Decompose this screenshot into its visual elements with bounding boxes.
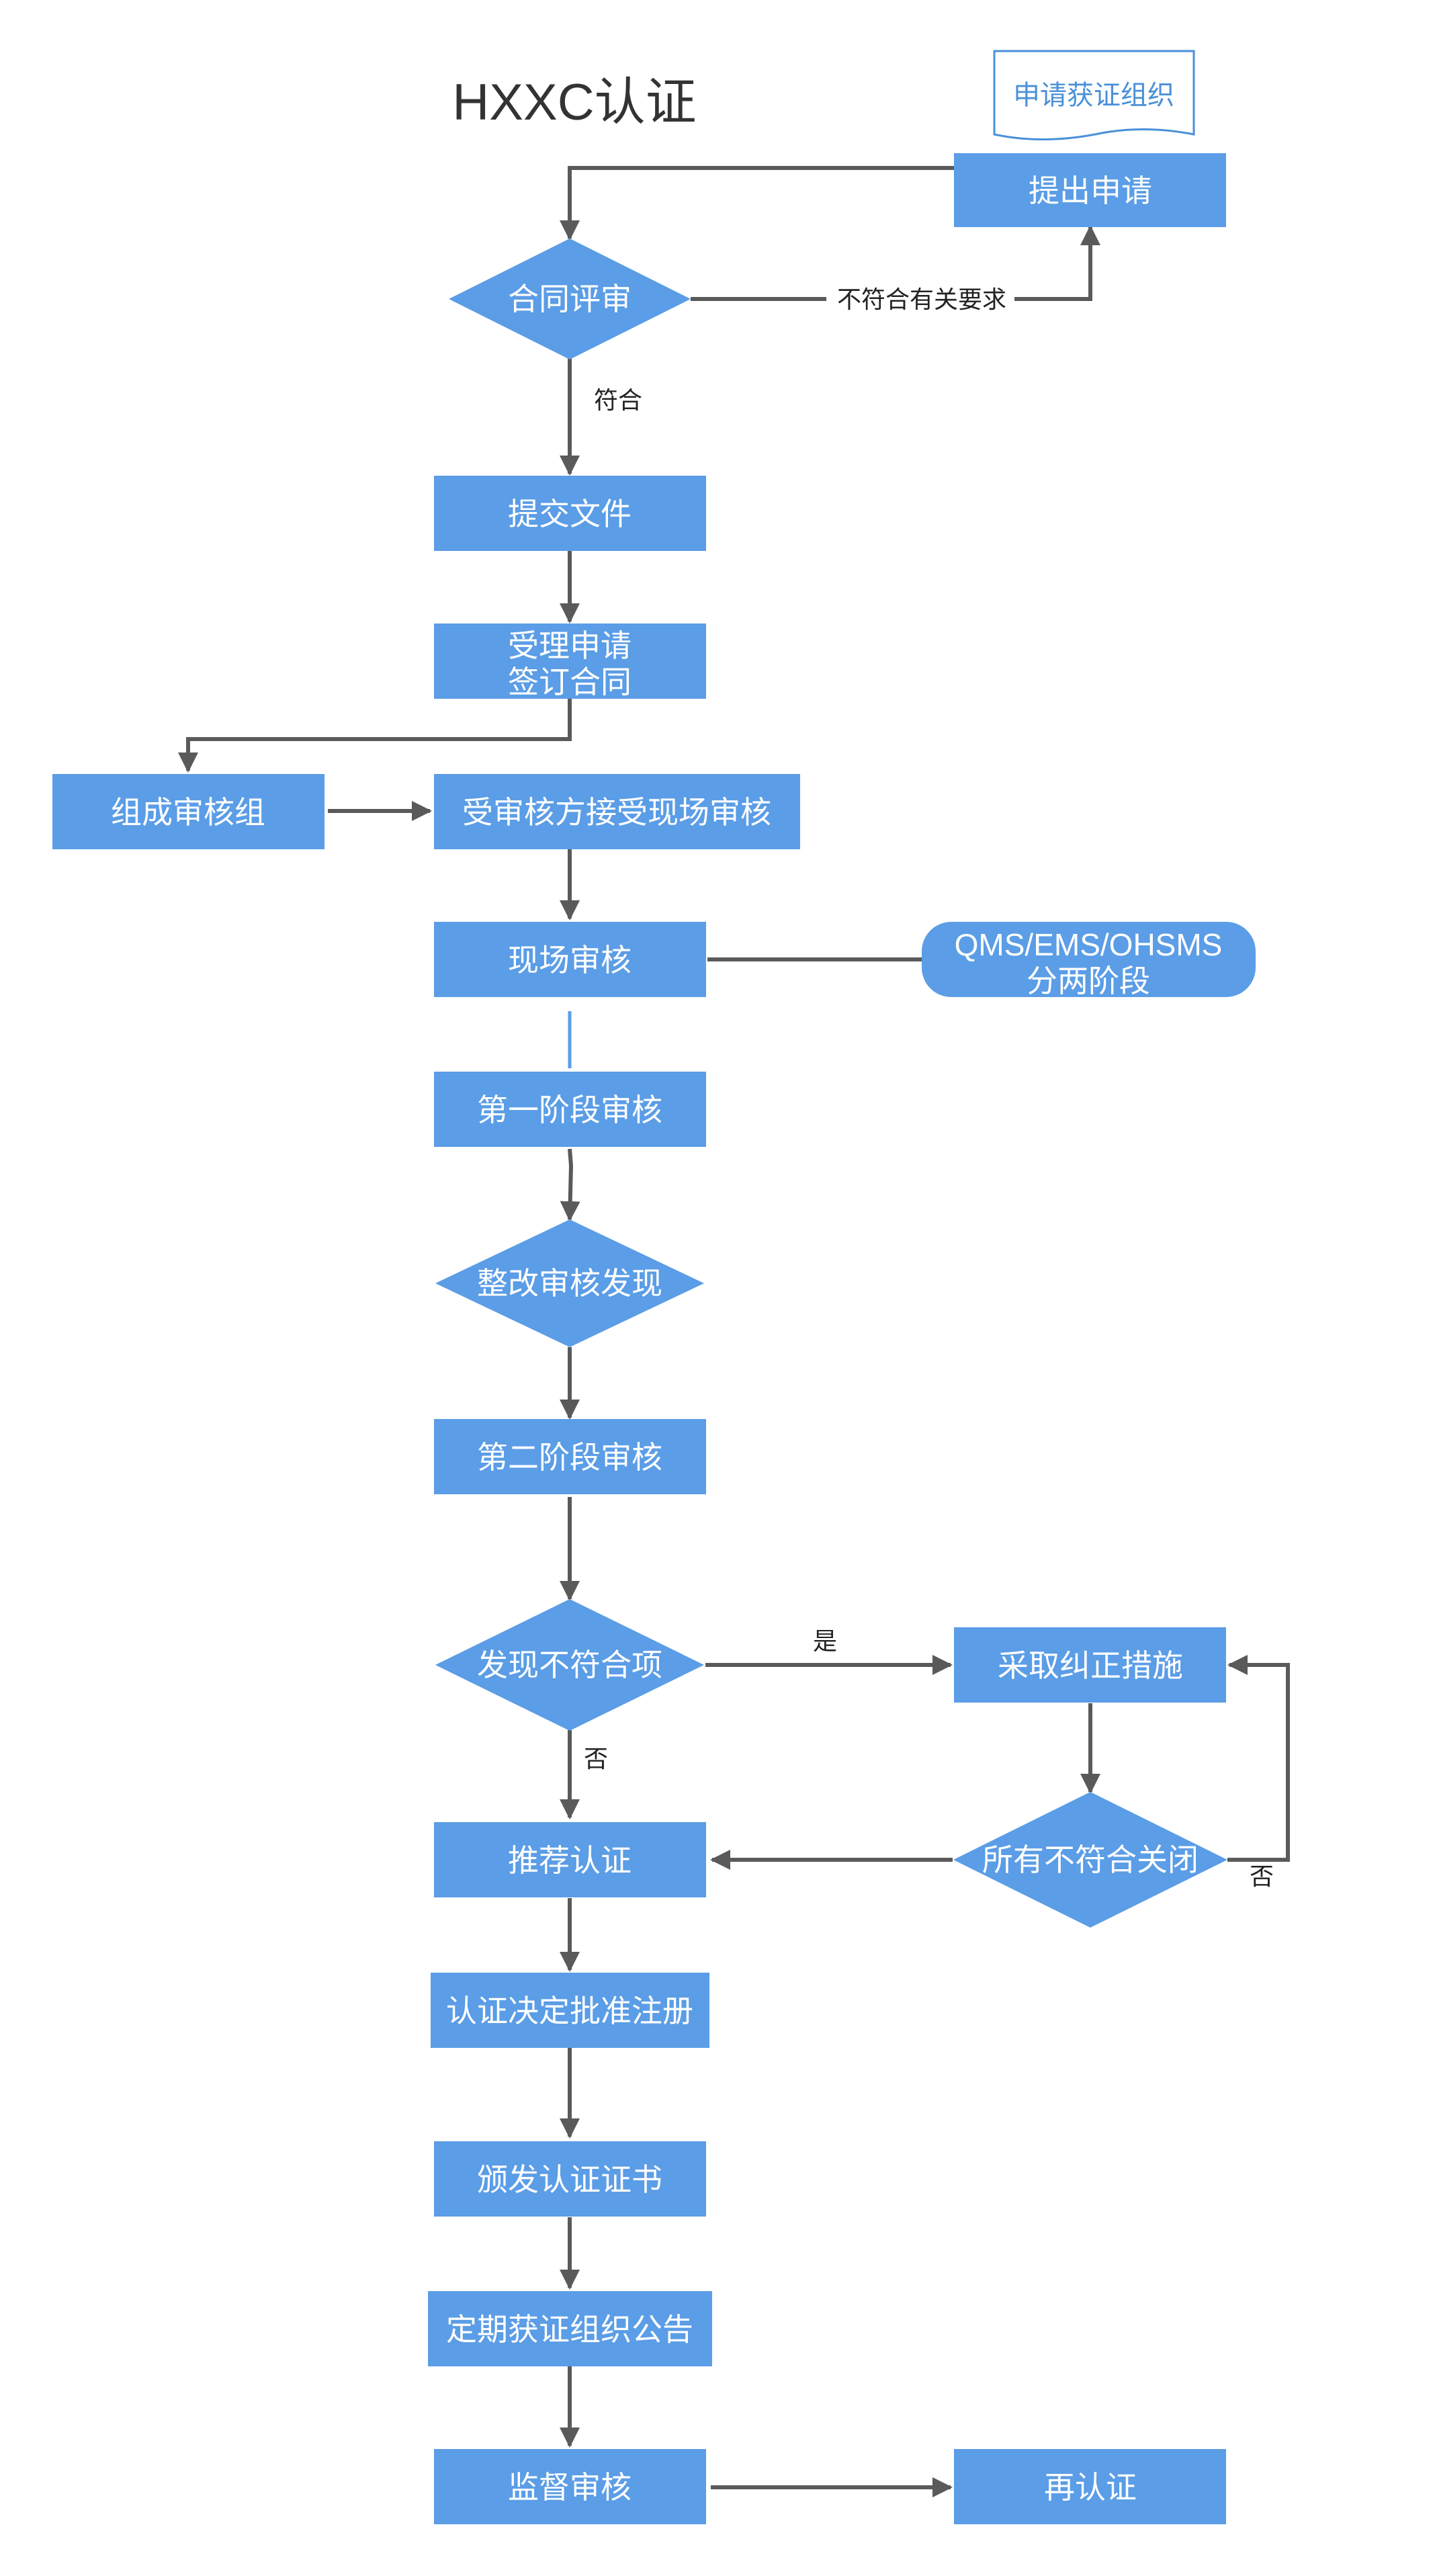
node-recert-label: 再认证 xyxy=(1044,2470,1137,2505)
node-nonconformity-found-label: 发现不符合项 xyxy=(477,1647,662,1682)
node-onsite-audit xyxy=(434,922,706,997)
label-yes: 是 xyxy=(813,1627,837,1655)
node-rectify-findings-label: 整改审核发现 xyxy=(477,1266,662,1301)
nodes: 提出申请 合同评审 提交文件 受理申请 签订合同 组成审核组 受审核方接受现场审… xyxy=(52,153,1256,2524)
node-form-team xyxy=(52,774,324,849)
node-stage1-label: 第一阶段审核 xyxy=(477,1092,662,1127)
node-two-stage-line2: 分两阶段 xyxy=(1027,963,1150,998)
document-label: 申请获证组织 xyxy=(1013,81,1174,110)
node-auditee-accept-label: 受审核方接受现场审核 xyxy=(462,795,771,830)
node-two-stage-line1: QMS/EMS/OHSMS xyxy=(955,927,1223,962)
node-accept-line2: 签订合同 xyxy=(508,664,632,699)
node-stage2 xyxy=(434,1419,706,1494)
node-corrective-action-label: 采取纠正措施 xyxy=(998,1648,1183,1683)
node-auditee-accept xyxy=(434,774,800,849)
node-issue-cert-label: 颁发认证证书 xyxy=(477,2162,662,2197)
edge-review-to-apply xyxy=(691,225,1100,301)
node-nonconformity-found xyxy=(435,1599,704,1731)
edge-closed-to-corrective xyxy=(1227,1655,1290,1862)
node-decision-label: 认证决定批准注册 xyxy=(446,1993,693,2028)
edges xyxy=(178,166,1290,2497)
node-announce-label: 定期获证组织公告 xyxy=(446,2312,693,2347)
node-announce xyxy=(428,2291,712,2366)
node-all-closed xyxy=(953,1792,1227,1928)
edge-apply-to-review xyxy=(560,166,954,241)
node-recommend-label: 推荐认证 xyxy=(508,1843,632,1878)
label-no-closed: 否 xyxy=(1250,1862,1274,1890)
edge-stage1-to-rectify xyxy=(560,1148,580,1221)
label-not-conform: 不符合有关要求 xyxy=(837,286,1006,313)
label-conform: 符合 xyxy=(594,386,642,414)
node-surveillance xyxy=(434,2449,706,2524)
diagram-title: HXXC认证 xyxy=(452,74,696,131)
node-accept-line1: 受理申请 xyxy=(508,628,632,663)
node-corrective-action xyxy=(954,1627,1226,1703)
node-recert xyxy=(954,2449,1226,2524)
node-issue-cert xyxy=(434,2141,706,2217)
node-stage1 xyxy=(434,1072,706,1147)
node-submit-docs xyxy=(434,476,706,551)
node-contract-review xyxy=(449,239,691,359)
node-two-stage xyxy=(922,922,1256,997)
edge-labels: 不符合有关要求 符合 是 否 否 xyxy=(584,282,1274,1890)
node-form-team-label: 组成审核组 xyxy=(111,795,265,830)
node-contract-review-label: 合同评审 xyxy=(508,282,632,316)
node-recommend xyxy=(434,1822,706,1897)
node-accept xyxy=(434,624,706,699)
edge-accept-to-team xyxy=(178,699,572,773)
node-stage2-label: 第二阶段审核 xyxy=(477,1440,662,1475)
node-all-closed-label: 所有不符合关闭 xyxy=(982,1842,1199,1877)
node-onsite-audit-label: 现场审核 xyxy=(508,943,632,978)
node-apply-label: 提出申请 xyxy=(1029,173,1152,208)
label-no-found: 否 xyxy=(584,1745,608,1772)
applicant-document: 申请获证组织 xyxy=(993,50,1195,140)
node-apply xyxy=(954,153,1226,227)
node-surveillance-label: 监督审核 xyxy=(508,2470,632,2505)
node-decision xyxy=(431,1973,709,2048)
node-rectify-findings xyxy=(435,1219,704,1347)
node-submit-docs-label: 提交文件 xyxy=(508,497,632,531)
